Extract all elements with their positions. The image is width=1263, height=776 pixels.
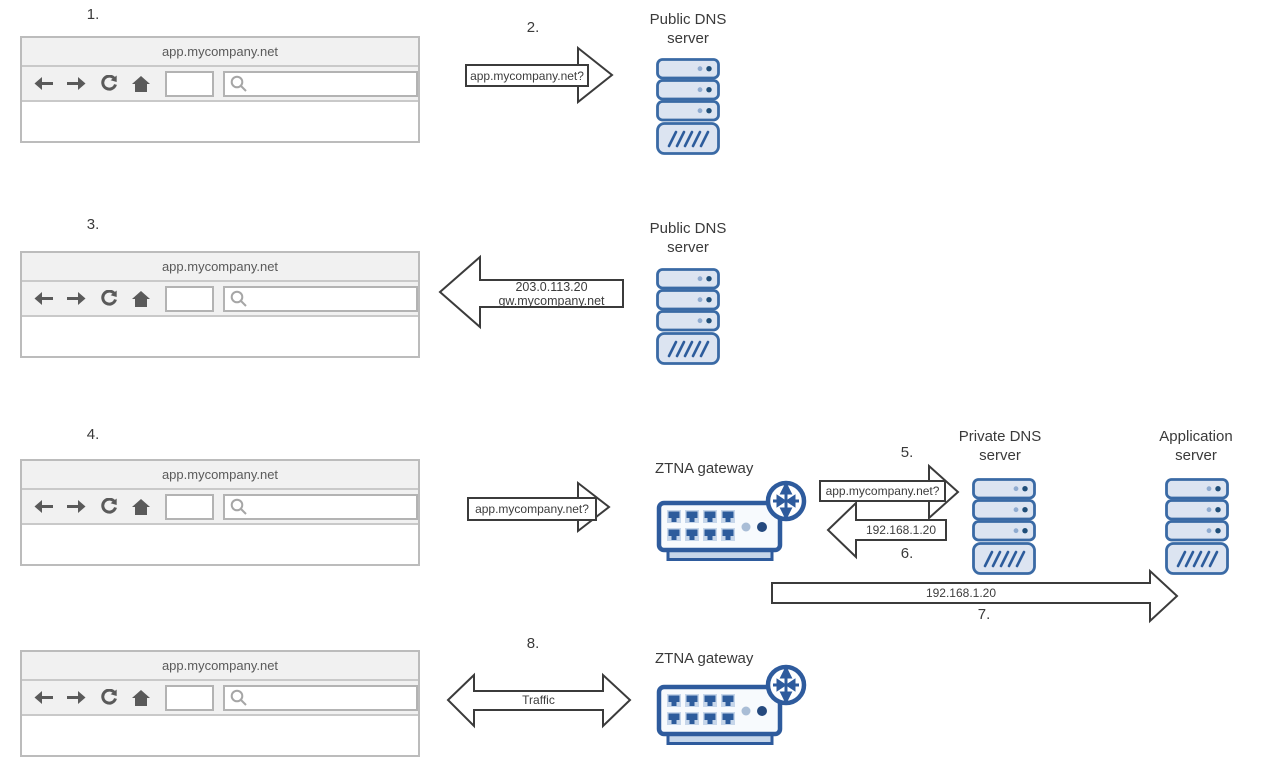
arrow-step8-label: Traffic <box>522 693 555 707</box>
label-line: server <box>1175 447 1217 464</box>
browser-tab: app.mycompany.net <box>22 38 418 67</box>
search-icon <box>230 689 247 706</box>
browser-tab: app.mycompany.net <box>22 461 418 490</box>
gateway-ports <box>667 694 735 725</box>
arrow-step7-label: 192.168.1.20 <box>925 586 997 600</box>
browser-tab-url: app.mycompany.net <box>161 467 279 482</box>
gateway-led-light <box>741 522 751 532</box>
forward-icon <box>65 291 86 306</box>
public-dns-server-2-icon <box>656 268 720 365</box>
gateway-ports <box>667 510 735 541</box>
label-line: 203.0.113.20 <box>515 280 588 294</box>
search-icon <box>230 75 247 92</box>
label-line: Application <box>1159 428 1233 445</box>
public-dns-server-1-label: Public DNS server <box>618 10 758 48</box>
home-icon <box>130 498 151 515</box>
home-icon <box>130 290 151 307</box>
search-field <box>222 684 419 711</box>
step-label-8: 8. <box>526 635 540 652</box>
label-line: server <box>667 30 709 47</box>
reload-icon <box>98 498 119 515</box>
private-dns-server-icon <box>972 478 1036 575</box>
application-server-label: Application server <box>1126 427 1263 465</box>
reload-icon <box>98 75 119 92</box>
router-badge-icon <box>765 664 807 706</box>
gateway-led-light <box>741 706 751 716</box>
forward-icon <box>65 499 86 514</box>
label-line: gw.mycompany.net <box>498 293 605 308</box>
search-icon <box>230 290 247 307</box>
browser-window-1: app.mycompany.net <box>20 36 420 143</box>
back-icon <box>33 291 54 306</box>
router-badge-icon <box>765 480 807 522</box>
browser-tab: app.mycompany.net <box>22 253 418 282</box>
address-field <box>164 493 214 520</box>
browser-tab-url: app.mycompany.net <box>161 259 279 274</box>
arrow-step5-label-box: app.mycompany.net? <box>819 480 946 502</box>
browser-toolbar <box>22 490 419 525</box>
arrow-step6 <box>826 500 947 560</box>
label-line: Public DNS <box>649 220 727 237</box>
browser-content <box>22 102 418 139</box>
browser-tab-url: app.mycompany.net <box>161 44 279 59</box>
ztna-gateway-2-label: ZTNA gateway <box>655 650 754 667</box>
search-field <box>222 493 419 520</box>
arrow-step6-label: 192.168.1.20 <box>865 523 937 537</box>
step-label-4: 4. <box>86 426 100 443</box>
ztna-gateway-1-label: ZTNA gateway <box>655 460 754 477</box>
label-line: Public DNS <box>649 11 727 28</box>
search-field <box>222 70 419 97</box>
arrow-step7 <box>771 568 1179 624</box>
address-field <box>164 70 214 97</box>
arrow-step8 <box>446 672 632 729</box>
arrow-step4-label-box: app.mycompany.net? <box>467 497 597 521</box>
home-icon <box>130 689 151 706</box>
browser-toolbar <box>22 67 419 102</box>
arrow-step3-label: 203.0.113.20 gw.mycompany.net <box>480 280 623 308</box>
address-field <box>164 285 214 312</box>
label-line: Private DNS <box>958 428 1042 445</box>
reload-icon <box>98 290 119 307</box>
browser-tab: app.mycompany.net <box>22 652 418 681</box>
step-label-6: 6. <box>900 545 914 562</box>
step-label-3: 3. <box>86 216 100 233</box>
forward-icon <box>65 76 86 91</box>
browser-window-3: app.mycompany.net <box>20 459 420 566</box>
public-dns-server-1-icon <box>656 58 720 155</box>
back-icon <box>33 499 54 514</box>
browser-toolbar <box>22 681 419 716</box>
home-icon <box>130 75 151 92</box>
label-line: server <box>979 447 1021 464</box>
ztna-gateway-2-icon <box>656 664 807 745</box>
browser-content <box>22 317 418 354</box>
gateway-led-dark <box>757 706 767 716</box>
back-icon <box>33 76 54 91</box>
gateway-led-dark <box>757 522 767 532</box>
step-label-5: 5. <box>900 444 914 461</box>
back-icon <box>33 690 54 705</box>
step-label-1: 1. <box>86 6 100 23</box>
browser-content <box>22 525 418 562</box>
forward-icon <box>65 690 86 705</box>
search-icon <box>230 498 247 515</box>
browser-content <box>22 716 418 753</box>
search-field <box>222 285 419 312</box>
step-label-2: 2. <box>526 19 540 36</box>
step-label-7: 7. <box>977 606 991 623</box>
public-dns-server-2-label: Public DNS server <box>618 219 758 257</box>
private-dns-server-label: Private DNS server <box>930 427 1070 465</box>
label-line: server <box>667 239 709 256</box>
browser-tab-url: app.mycompany.net <box>161 658 279 673</box>
reload-icon <box>98 689 119 706</box>
browser-window-2: app.mycompany.net <box>20 251 420 358</box>
application-server-icon <box>1165 478 1229 575</box>
browser-window-4: app.mycompany.net <box>20 650 420 757</box>
browser-toolbar <box>22 282 419 317</box>
ztna-gateway-1-icon <box>656 480 807 561</box>
arrow-step2-label-box: app.mycompany.net? <box>465 64 589 87</box>
arrow-step3 <box>438 254 624 330</box>
address-field <box>164 684 214 711</box>
